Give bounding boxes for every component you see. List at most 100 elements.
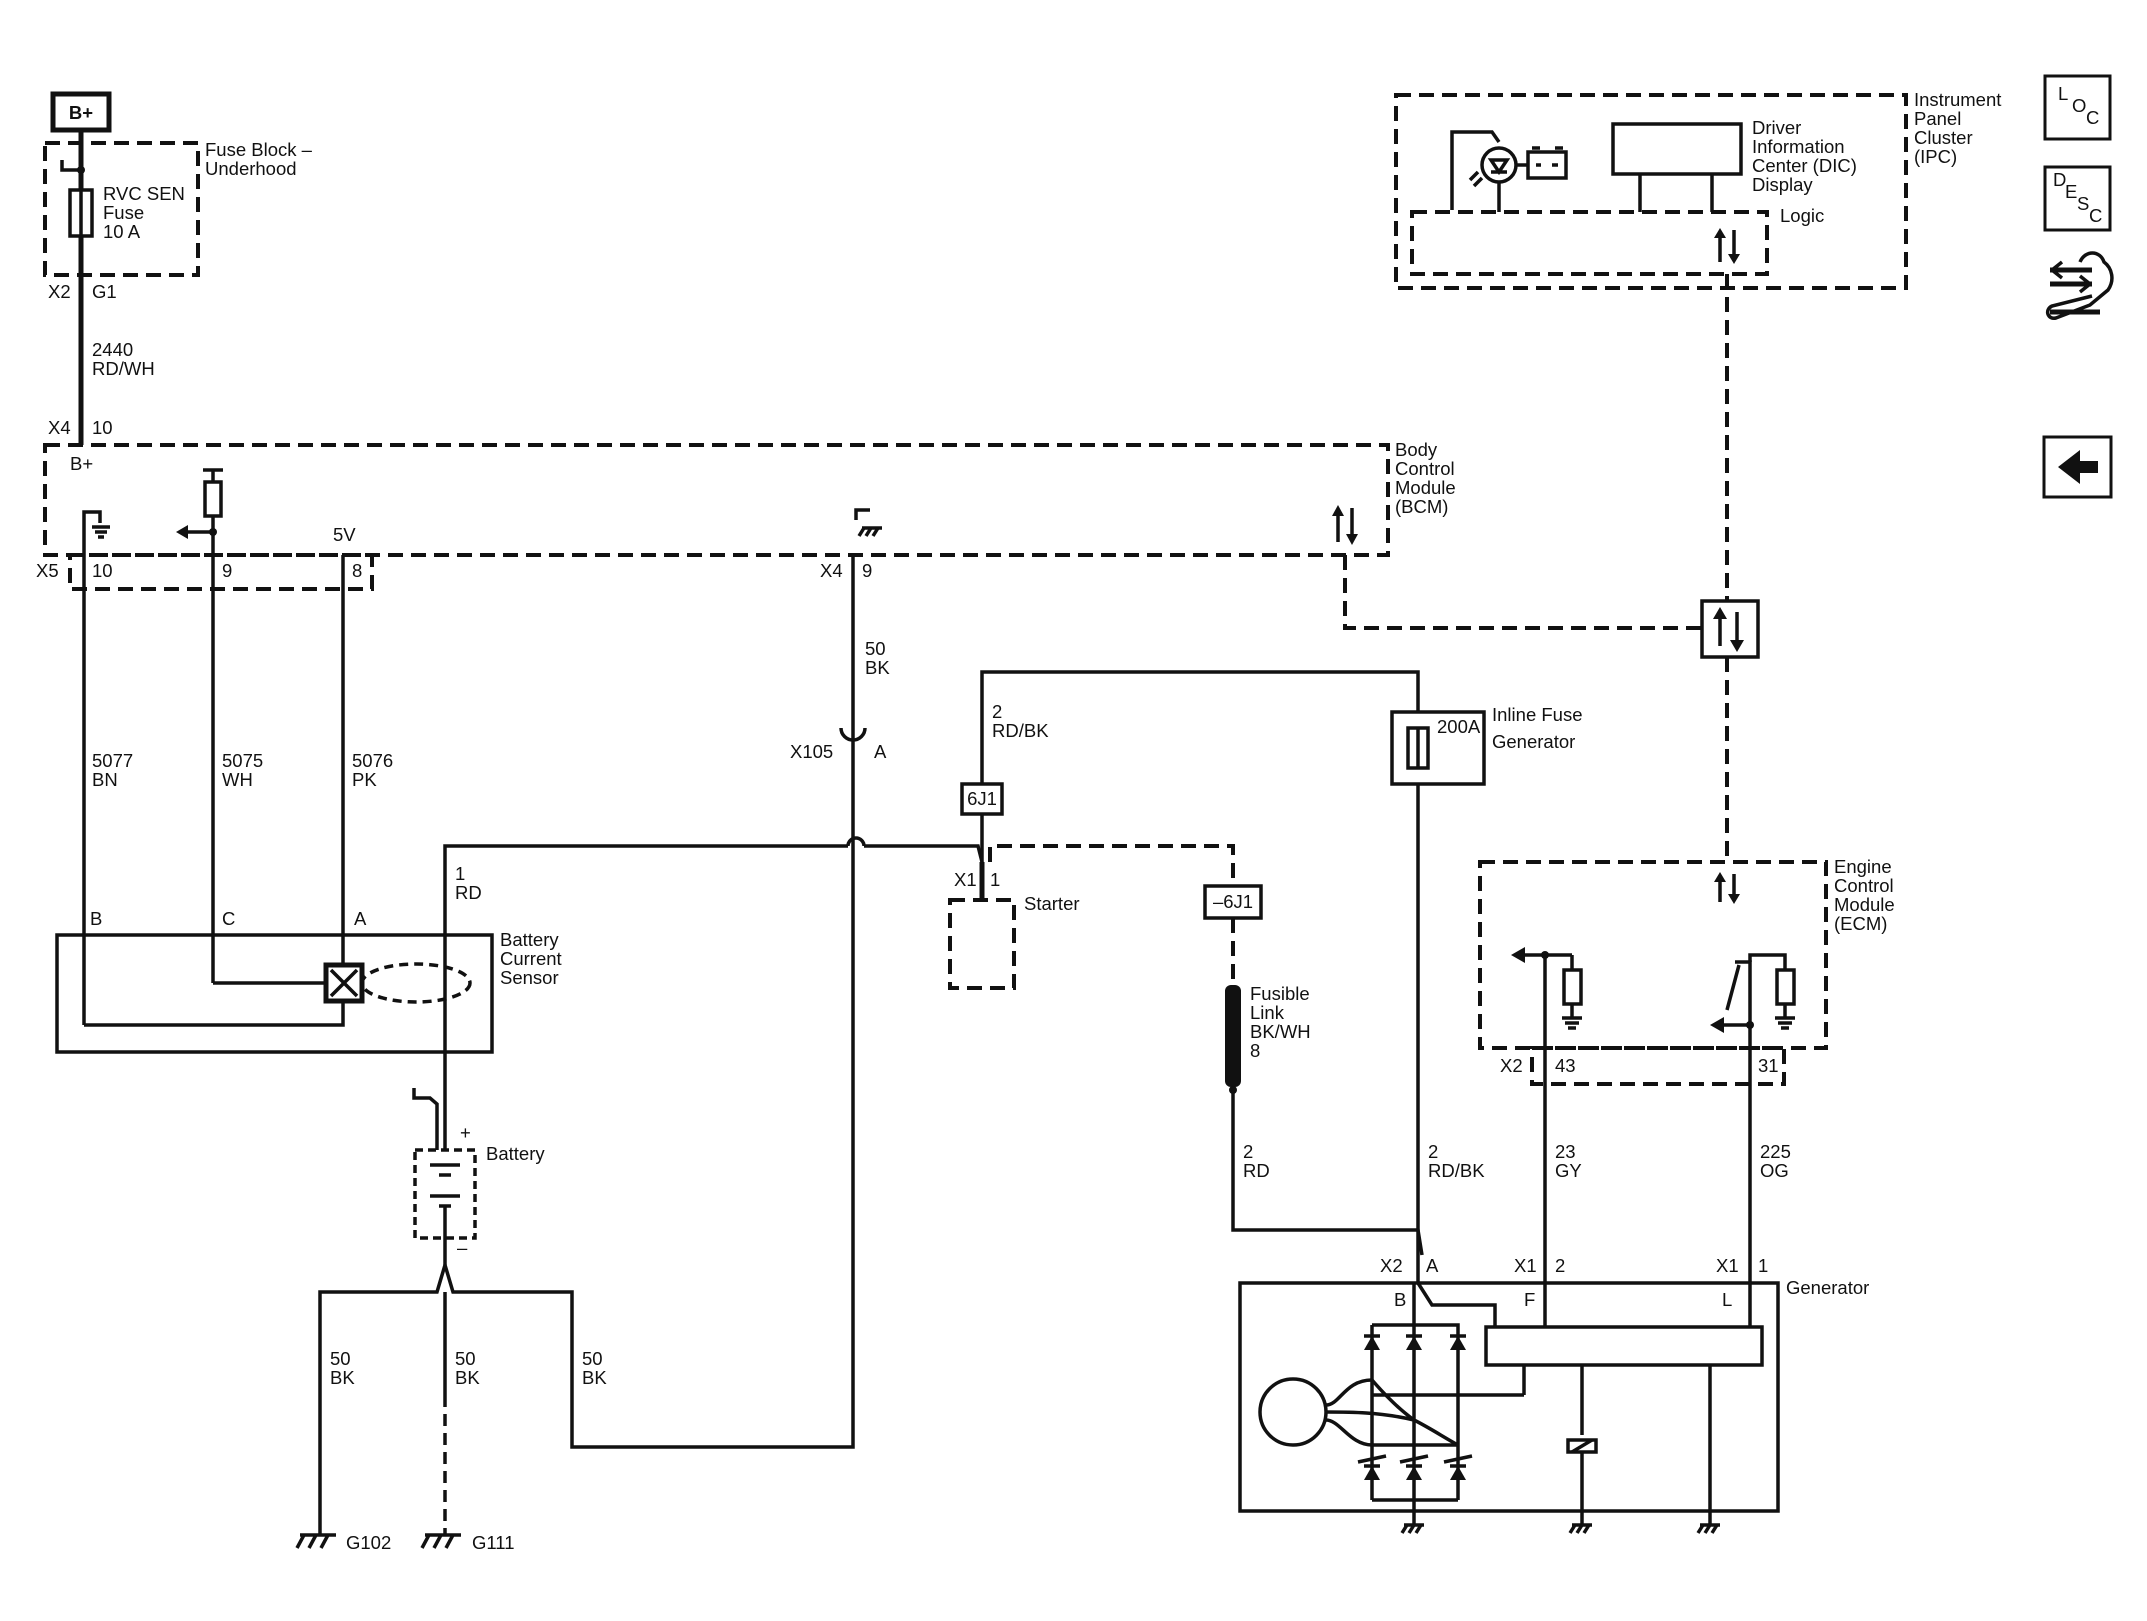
x105-connector: X105 [790, 741, 833, 762]
generator-label: Generator [1786, 1277, 1869, 1298]
body-control-module: Body Control Module (BCM) X4 10 B+ 5V X5… [36, 417, 1456, 591]
wire-50a-color: BK [865, 657, 890, 678]
circuit-2440: 2440 RD/WH [78, 300, 155, 445]
inline-fuse-rating: 200A [1437, 716, 1481, 737]
circuit-50-bk-bcm: 50 BK X105 A [790, 555, 890, 762]
wire-50d-number: 50 [582, 1348, 603, 1369]
bcs-title-2: Current [500, 948, 562, 969]
wire-2-rdbk-gen-number: 2 [1428, 1141, 1438, 1162]
wire-2440-number: 2440 [92, 339, 133, 360]
bcm-title-1: Body [1395, 439, 1438, 460]
generator-pin-2: 2 [1555, 1255, 1565, 1276]
bcm-x5-pin-10: 10 [92, 560, 113, 581]
wire-2-rdbk-gen-color: RD/BK [1428, 1160, 1485, 1181]
bcs-pin-a: A [354, 908, 367, 929]
loc-letter-c: C [2086, 107, 2099, 128]
b-plus-label: B+ [69, 102, 93, 123]
ecm-title-4: (ECM) [1834, 913, 1887, 934]
battery-ground-circuits: 50 BK 50 BK 50 BK G102 G111 [295, 710, 855, 1553]
generator-pin-a: A [1426, 1255, 1439, 1276]
fusible-link-label-1: Fusible [1250, 983, 1310, 1004]
ecm-connector: X2 [1500, 1055, 1523, 1076]
generator-x1-f-connector: X1 [1514, 1255, 1537, 1276]
desc-letter-e: E [2065, 181, 2077, 202]
serial-data-lines [1343, 274, 1760, 862]
dic-label-2: Information [1752, 136, 1845, 157]
bcm-x5-connector: X5 [36, 560, 59, 581]
bcm-x5-pin-8: 8 [352, 560, 362, 581]
wire-23-number: 23 [1555, 1141, 1576, 1162]
generator-x1-l-connector: X1 [1716, 1255, 1739, 1276]
diagnostic-wrench-icon[interactable] [2045, 251, 2114, 320]
battery-current-sensor-circuits: 5077 BN 5075 WH 5076 PK [82, 520, 393, 1025]
bcs-pin-b: B [90, 908, 102, 929]
instrument-panel-cluster: Instrument Panel Cluster (IPC) Driver In… [1394, 89, 2001, 290]
bcs-pin-c: C [222, 908, 235, 929]
bcm-input-connector: X4 [48, 417, 71, 438]
wire-225-number: 225 [1760, 1141, 1791, 1162]
bcm-x4-pin-9: 9 [862, 560, 872, 581]
bcs-title-1: Battery [500, 929, 559, 950]
fuse-block-connector: X2 [48, 281, 71, 302]
ecm-title-2: Control [1834, 875, 1894, 896]
ecm-pin-43: 43 [1555, 1055, 1576, 1076]
fuse-block-title-2: Underhood [205, 158, 297, 179]
battery-positive-source: B+ [50, 91, 112, 133]
starter-label: Starter [1024, 893, 1080, 914]
wire-2-rdbk-color: RD/BK [992, 720, 1049, 741]
wire-5076-number: 5076 [352, 750, 393, 771]
fusible-link-circuit: –6J1 Fusible Link BK/WH 8 2 RD [1203, 884, 1424, 1256]
bcm-5v-label: 5V [333, 524, 356, 545]
ecm-title-3: Module [1834, 894, 1895, 915]
generator-term-l: L [1722, 1289, 1732, 1310]
inline-fuse-title-1: Inline Fuse [1492, 704, 1583, 725]
fuse-block-underhood: Fuse Block – Underhood RVC SEN Fuse 10 A… [43, 130, 313, 302]
generator-x2-connector: X2 [1380, 1255, 1403, 1276]
ipc-title-4: (IPC) [1914, 146, 1957, 167]
wire-5075-color: WH [222, 769, 253, 790]
ecm-title-1: Engine [1834, 856, 1892, 877]
loc-letter-l: L [2058, 83, 2068, 104]
bcm-bplus-label: B+ [70, 453, 93, 474]
ipc-logic-label: Logic [1780, 205, 1824, 226]
rvc-sen-fuse-label-1: RVC SEN [103, 183, 185, 204]
dic-label-1: Driver [1752, 117, 1801, 138]
starter-pin: 1 [990, 869, 1000, 890]
location-icon[interactable]: L O C [2043, 74, 2112, 141]
description-icon[interactable]: D E S C [2043, 165, 2112, 232]
bcm-input-pin: 10 [92, 417, 113, 438]
dic-label-4: Display [1752, 174, 1813, 195]
bcm-x5-pin-9: 9 [222, 560, 232, 581]
bcm-title-4: (BCM) [1395, 496, 1448, 517]
dic-label-3: Center (DIC) [1752, 155, 1857, 176]
back-arrow-button[interactable] [2042, 435, 2113, 499]
starter: X1 1 Starter [948, 844, 1235, 990]
ground-g102: G102 [346, 1532, 391, 1553]
wire-50a-number: 50 [865, 638, 886, 659]
generator: Generator X2 A X1 2 X1 1 B F L [1238, 1255, 1869, 1534]
wire-2440-color: RD/WH [92, 358, 155, 379]
inline-fuse-title-2: Generator [1492, 731, 1575, 752]
wire-50c-color: BK [455, 1367, 480, 1388]
desc-letter-d: D [2053, 169, 2066, 190]
wire-50d-color: BK [582, 1367, 607, 1388]
loc-letter-o: O [2072, 95, 2086, 116]
bcm-x4-connector: X4 [820, 560, 843, 581]
wire-2-rd-number: 2 [1243, 1141, 1253, 1162]
rectifier-diodes [1357, 1334, 1473, 1480]
fusible-link-label-2: Link [1250, 1002, 1285, 1023]
battery-plus: + [460, 1122, 471, 1143]
fusible-link-label-3: BK/WH [1250, 1021, 1311, 1042]
ipc-title-3: Cluster [1914, 127, 1973, 148]
battery-current-sensor: B C A Battery Current Sensor [55, 908, 562, 1054]
ipc-title-2: Panel [1914, 108, 1961, 129]
bcs-title-3: Sensor [500, 967, 559, 988]
wire-1-color: RD [455, 882, 482, 903]
starter-connector: X1 [954, 869, 977, 890]
desc-letter-c: C [2089, 205, 2102, 226]
splice-6j1: 6J1 [967, 788, 997, 809]
wire-225-color: OG [1760, 1160, 1789, 1181]
circuit-2-rd-bk-starter: 2 RD/BK 6J1 [960, 670, 1420, 862]
wire-50c-number: 50 [455, 1348, 476, 1369]
